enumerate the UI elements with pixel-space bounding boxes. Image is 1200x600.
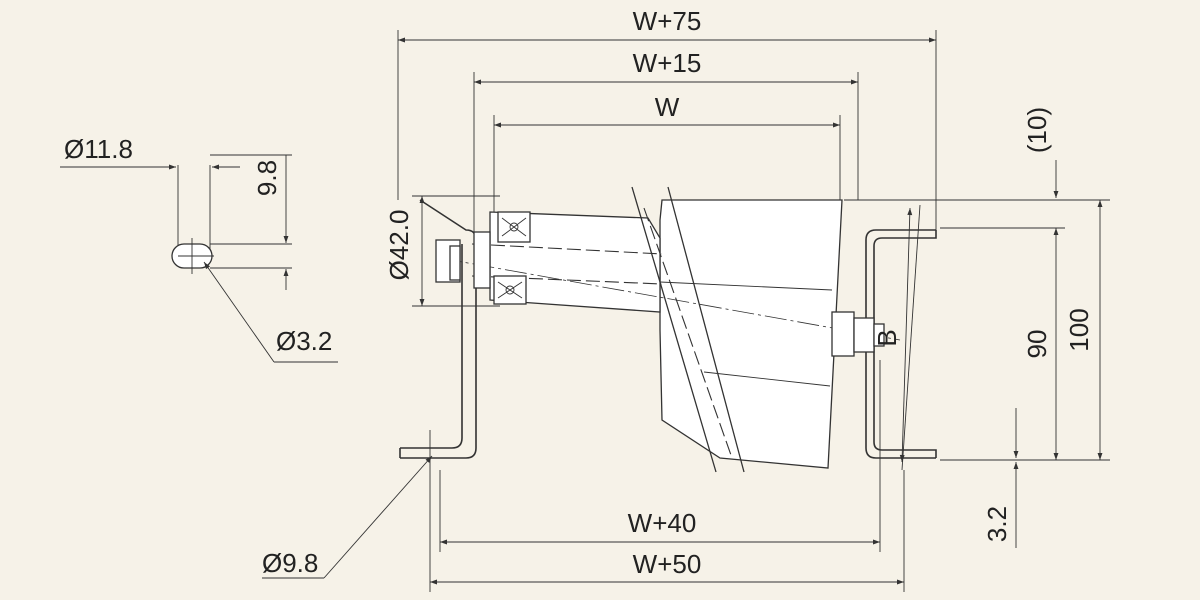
dim-dia-9-8: Ø9.8: [262, 548, 318, 578]
dim-thickness-3-2: 3.2: [982, 506, 1012, 542]
dim-height-100: 100: [1064, 308, 1094, 351]
conveyor-roller-assembly: [399, 186, 937, 473]
dimension-lines: [262, 37, 1103, 585]
left-bracket: [400, 199, 477, 459]
dim-dia-42: Ø42.0: [384, 210, 414, 281]
pin-detail: [60, 154, 338, 363]
dim-w-plus-15: W+15: [633, 48, 702, 78]
label-b: B: [872, 329, 902, 346]
dim-w-plus-75: W+75: [633, 6, 702, 36]
bearing-bottom: [493, 275, 527, 305]
dim-dia-3-2: Ø3.2: [276, 326, 332, 356]
dim-w-plus-40: W+40: [628, 508, 697, 538]
extension-lines: [397, 30, 1110, 592]
dim-pin-height-9-8: 9.8: [252, 160, 282, 196]
dim-height-90: 90: [1022, 330, 1052, 359]
dim-w-plus-50: W+50: [633, 549, 702, 579]
dimension-labels: W+75 W+15 W W+40 W+50 Ø11.8 9.8 Ø3.2 Ø9.…: [64, 6, 1094, 579]
roller-body: [659, 199, 843, 469]
dim-dia-11-8: Ø11.8: [64, 134, 133, 164]
dim-ref-10: (10): [1022, 107, 1052, 153]
dim-w: W: [655, 92, 680, 122]
